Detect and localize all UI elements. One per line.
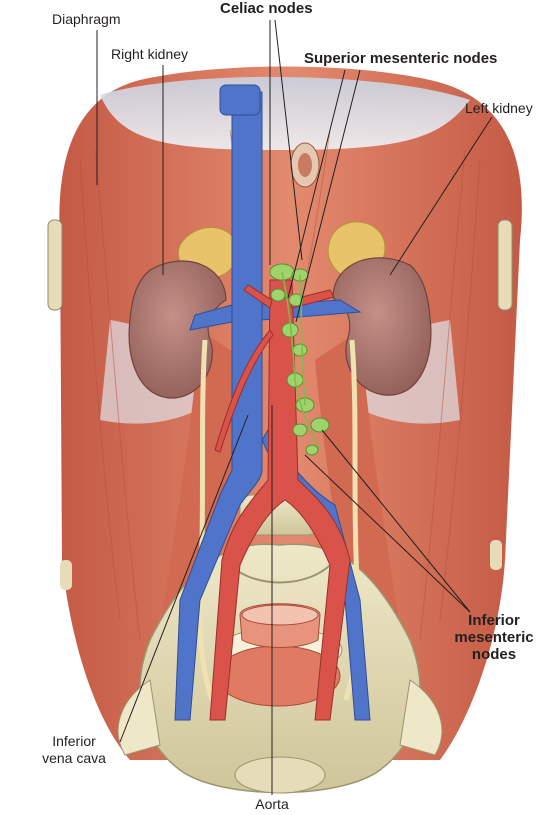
esophageal-hiatus: [290, 142, 320, 188]
label-inferior-mesenteric-nodes: Inferior mesenteric nodes: [438, 612, 550, 663]
label-inferior-vena-cava-line2: vena cava: [42, 750, 106, 766]
bladder: [215, 603, 341, 707]
label-right-kidney: Right kidney: [111, 46, 189, 62]
label-aorta: Aorta: [255, 796, 289, 812]
rib-edges: [47, 219, 513, 590]
label-inferior-mesenteric-nodes-line3: nodes: [471, 646, 517, 663]
label-celiac-nodes: Celiac nodes: [220, 0, 313, 17]
label-superior-mesenteric-nodes: Superior mesenteric nodes: [304, 50, 498, 67]
label-inferior-vena-cava: Inferior vena cava: [24, 733, 124, 767]
label-left-kidney: Left kidney: [465, 100, 533, 116]
label-inferior-mesenteric-nodes-line1: Inferior: [468, 612, 520, 629]
leader-lines: [96, 19, 493, 795]
lymph-vessels: [281, 271, 321, 451]
label-inferior-mesenteric-nodes-line2: mesenteric: [454, 629, 534, 646]
label-diaphragm: Diaphragm: [52, 11, 121, 27]
label-inferior-vena-cava-line1: Inferior: [52, 733, 96, 749]
